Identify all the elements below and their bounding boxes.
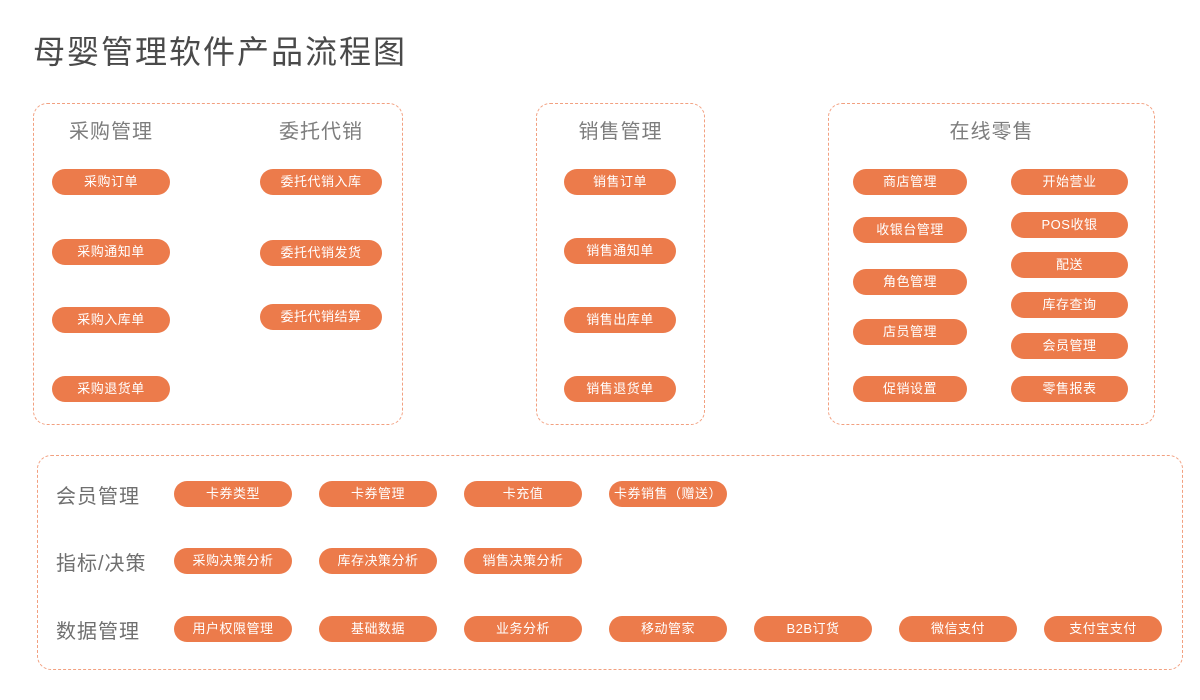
pill-start-business[interactable]: 开始营业 (1011, 169, 1128, 195)
pill-inventory-query[interactable]: 库存查询 (1011, 292, 1128, 318)
page-title: 母婴管理软件产品流程图 (33, 34, 408, 70)
sales-column: 销售订单 销售通知单 销售出库单 销售退货单 (564, 104, 676, 424)
member-management-row-pills: 卡券类型 卡券管理 卡充值 卡券销售（赠送） (174, 481, 727, 507)
pill-member-management[interactable]: 会员管理 (1011, 333, 1128, 359)
pill-consignment-inbound[interactable]: 委托代销入库 (260, 169, 382, 195)
online-retail-box: 在线零售 商店管理 收银台管理 角色管理 店员管理 促销设置 开始营业 POS收… (828, 103, 1155, 425)
pill-consignment-settlement[interactable]: 委托代销结算 (260, 304, 382, 330)
pill-sales-return[interactable]: 销售退货单 (564, 376, 676, 402)
pill-clerk-management[interactable]: 店员管理 (853, 319, 967, 345)
pill-inventory-decision-analysis[interactable]: 库存决策分析 (319, 548, 437, 574)
pill-mobile-manager[interactable]: 移动管家 (609, 616, 727, 642)
pill-purchase-return[interactable]: 采购退货单 (52, 376, 170, 402)
pill-retail-reports[interactable]: 零售报表 (1011, 376, 1128, 402)
consignment-column: 委托代销入库 委托代销发货 委托代销结算 (260, 104, 382, 424)
decision-row-label: 指标/决策 (56, 552, 147, 575)
pill-purchase-order[interactable]: 采购订单 (52, 169, 170, 195)
pill-card-recharge[interactable]: 卡充值 (464, 481, 582, 507)
purchase-heading: 采购管理 (69, 121, 153, 143)
decision-row: 指标/决策 采购决策分析 库存决策分析 销售决策分析 (56, 548, 582, 575)
purchase-consignment-box: 采购管理 委托代销 采购订单 采购通知单 采购入库单 采购退货单 委托代销入库 … (33, 103, 403, 425)
pill-cashier-management[interactable]: 收银台管理 (853, 217, 967, 243)
pill-sales-decision-analysis[interactable]: 销售决策分析 (464, 548, 582, 574)
online-retail-left-column: 商店管理 收银台管理 角色管理 店员管理 促销设置 (853, 104, 967, 424)
pill-purchase-decision-analysis[interactable]: 采购决策分析 (174, 548, 292, 574)
pill-delivery[interactable]: 配送 (1011, 252, 1128, 278)
pill-b2b-ordering[interactable]: B2B订货 (754, 616, 872, 642)
pill-alipay-pay[interactable]: 支付宝支付 (1044, 616, 1162, 642)
pill-consignment-shipment[interactable]: 委托代销发货 (260, 240, 382, 266)
pill-sales-order[interactable]: 销售订单 (564, 169, 676, 195)
pill-sales-notice[interactable]: 销售通知单 (564, 238, 676, 264)
consignment-heading: 委托代销 (279, 121, 363, 143)
pill-promotion-settings[interactable]: 促销设置 (853, 376, 967, 402)
pill-card-coupon-management[interactable]: 卡券管理 (319, 481, 437, 507)
data-management-row: 数据管理 用户权限管理 基础数据 业务分析 移动管家 B2B订货 微信支付 支付… (56, 616, 1162, 643)
pill-card-coupon-sale-gift[interactable]: 卡券销售（赠送） (609, 481, 727, 507)
online-retail-right-column: 开始营业 POS收银 配送 库存查询 会员管理 零售报表 (1011, 104, 1128, 424)
online-retail-heading: 在线零售 (949, 121, 1034, 143)
pill-wechat-pay[interactable]: 微信支付 (899, 616, 1017, 642)
pill-business-analysis[interactable]: 业务分析 (464, 616, 582, 642)
decision-row-pills: 采购决策分析 库存决策分析 销售决策分析 (174, 548, 582, 574)
pill-user-permission-management[interactable]: 用户权限管理 (174, 616, 292, 642)
purchase-column: 采购订单 采购通知单 采购入库单 采购退货单 (52, 104, 170, 424)
pill-card-coupon-type[interactable]: 卡券类型 (174, 481, 292, 507)
pill-basic-data[interactable]: 基础数据 (319, 616, 437, 642)
member-management-row: 会员管理 卡券类型 卡券管理 卡充值 卡券销售（赠送） (56, 481, 727, 508)
pill-role-management[interactable]: 角色管理 (853, 269, 967, 295)
pill-pos-checkout[interactable]: POS收银 (1011, 212, 1128, 238)
pill-purchase-notice[interactable]: 采购通知单 (52, 239, 170, 265)
pill-purchase-inbound[interactable]: 采购入库单 (52, 307, 170, 333)
member-management-row-label: 会员管理 (56, 485, 140, 508)
sales-box: 销售管理 销售订单 销售通知单 销售出库单 销售退货单 (536, 103, 705, 425)
pill-store-management[interactable]: 商店管理 (853, 169, 967, 195)
pill-sales-outbound[interactable]: 销售出库单 (564, 307, 676, 333)
data-management-row-pills: 用户权限管理 基础数据 业务分析 移动管家 B2B订货 微信支付 支付宝支付 (174, 616, 1162, 642)
bottom-modules-box: 会员管理 卡券类型 卡券管理 卡充值 卡券销售（赠送） 指标/决策 采购决策分析… (37, 455, 1183, 670)
sales-heading: 销售管理 (578, 121, 663, 143)
data-management-row-label: 数据管理 (56, 620, 140, 643)
